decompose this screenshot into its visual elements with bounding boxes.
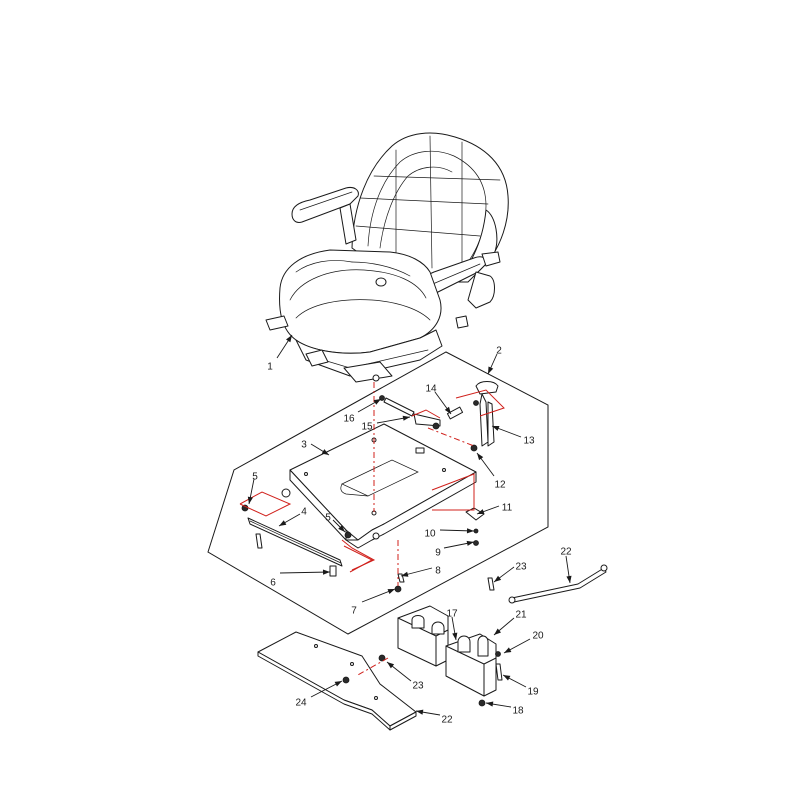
callout-arrowhead — [401, 571, 409, 577]
callout-arrowhead — [279, 520, 287, 526]
callout-7: 7 — [351, 588, 396, 617]
callout-number: 23 — [412, 681, 424, 692]
callout-number: 18 — [512, 706, 524, 717]
callout-arrowhead — [285, 335, 292, 343]
callout-22b: 22 — [415, 709, 453, 726]
callout-number: 9 — [435, 548, 441, 559]
callout-12: 12 — [476, 452, 506, 491]
callout-number: 11 — [502, 503, 513, 514]
callout-number: 23 — [515, 562, 527, 573]
seat-assembly — [265, 132, 509, 383]
callout-arrowhead — [503, 675, 511, 681]
callout-number: 10 — [424, 529, 436, 540]
callout-arrowhead — [402, 415, 410, 421]
callout-arrowhead — [488, 366, 494, 374]
callout-number: 5 — [325, 513, 331, 524]
callout-16: 16 — [343, 398, 382, 425]
callout-arrowhead — [486, 701, 494, 707]
callout-18: 18 — [485, 701, 524, 717]
callout-number: 3 — [301, 440, 307, 451]
callout-arrowhead — [322, 569, 330, 575]
callout-23b: 23 — [386, 661, 424, 692]
callout-arrowhead — [444, 406, 451, 414]
callout-13: 13 — [491, 425, 535, 447]
callout-11: 11 — [476, 503, 513, 515]
callout-number: 5 — [252, 472, 258, 483]
callout-number: 15 — [361, 422, 373, 433]
callout-arrowhead — [321, 449, 329, 455]
callout-arrowhead — [494, 628, 502, 635]
callout-2: 2 — [487, 346, 502, 375]
callout-number: 1 — [267, 362, 273, 373]
callout-8: 8 — [400, 566, 441, 577]
callout-number: 17 — [446, 609, 458, 620]
callout-6: 6 — [270, 569, 331, 589]
callout-arrowhead — [373, 399, 381, 405]
callout-number: 4 — [301, 507, 307, 518]
callout-number: 20 — [532, 631, 544, 642]
callout-arrowhead — [416, 709, 424, 715]
callout-arrowhead — [338, 525, 345, 532]
callout-22a: 22 — [560, 547, 572, 584]
callout-number: 21 — [515, 610, 527, 621]
callout-arrowhead — [387, 662, 395, 669]
callout-arrowhead — [466, 540, 474, 546]
callout-number: 13 — [523, 436, 535, 447]
callout-arrowhead — [452, 632, 458, 640]
callout-layer: 1234556789101112131415161718192021222223… — [247, 334, 572, 726]
callout-5a: 5 — [247, 472, 258, 505]
callout-3: 3 — [301, 440, 330, 456]
callout-9: 9 — [435, 540, 475, 559]
callout-leader-line — [279, 571, 331, 574]
callout-arrowhead — [247, 496, 253, 504]
callout-24: 24 — [295, 680, 343, 709]
callout-17: 17 — [446, 609, 458, 641]
callout-arrowhead — [494, 575, 502, 582]
callout-21: 21 — [493, 610, 527, 636]
kit-boundary — [207, 351, 549, 635]
callout-4: 4 — [278, 507, 307, 527]
callout-arrowhead — [477, 453, 484, 461]
callout-arrowhead — [334, 681, 342, 687]
assembly-guides — [239, 382, 505, 677]
hardware — [241, 400, 503, 707]
callout-arrowhead — [566, 575, 572, 583]
callout-number: 12 — [494, 480, 506, 491]
callout-23a: 23 — [493, 562, 527, 583]
mount-block-front — [445, 633, 497, 697]
callout-number: 8 — [435, 566, 441, 577]
callout-10: 10 — [424, 528, 475, 540]
mounting-plate — [281, 423, 477, 549]
callout-number: 7 — [351, 606, 357, 617]
callout-arrowhead — [466, 528, 474, 534]
tie-rod — [508, 564, 608, 604]
callout-arrowhead — [492, 426, 500, 431]
callout-14: 14 — [425, 384, 452, 415]
callout-15: 15 — [361, 415, 411, 433]
callout-arrowhead — [504, 647, 512, 653]
callout-20: 20 — [503, 631, 544, 654]
callout-1: 1 — [267, 334, 293, 373]
callout-19: 19 — [502, 674, 539, 698]
callout-number: 16 — [343, 414, 355, 425]
callout-number: 6 — [270, 578, 276, 589]
callout-number: 2 — [496, 346, 502, 357]
callout-5b: 5 — [325, 513, 346, 533]
callout-number: 24 — [295, 698, 307, 709]
callout-number: 19 — [527, 687, 539, 698]
callout-arrowhead — [477, 509, 485, 515]
callout-number: 22 — [560, 547, 572, 558]
callout-arrowhead — [387, 589, 395, 594]
floor-plate — [257, 631, 417, 731]
callout-number: 22 — [441, 715, 453, 726]
slide-rail — [247, 517, 343, 577]
callout-number: 14 — [425, 384, 437, 395]
mount-block-rear — [397, 605, 449, 667]
